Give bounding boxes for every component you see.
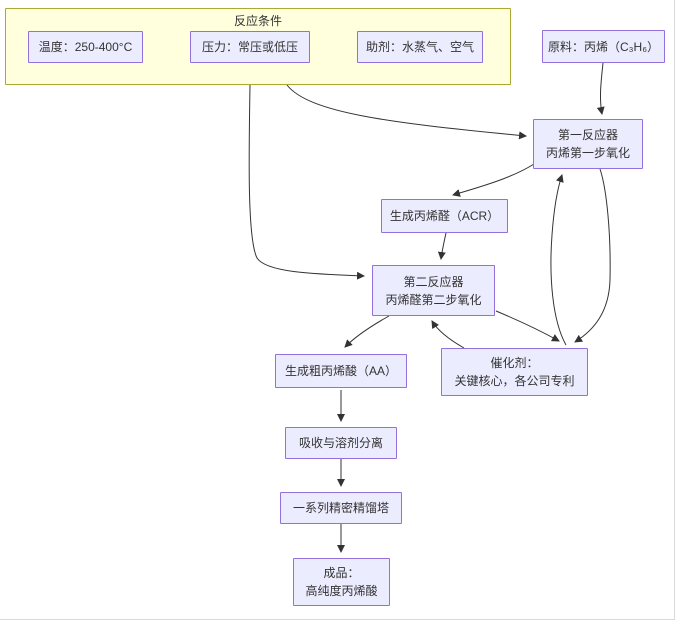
edge-reactor2-catalyst (495, 310, 560, 342)
node-first-reactor-line1: 第一反应器 (557, 128, 618, 142)
node-distillation-columns: 一系列精密精馏塔 (280, 492, 402, 524)
edge-reactor1-catalyst (574, 168, 611, 343)
node-first-reactor: 第一反应器 丙烯第一步氧化 (533, 119, 643, 169)
node-distillation-columns-label: 一系列精密精馏塔 (292, 501, 389, 515)
node-acrolein-label: 生成丙烯醛（ACR） (389, 209, 500, 223)
node-first-reactor-line2: 丙烯第一步氧化 (545, 146, 630, 160)
node-second-reactor: 第二反应器 丙烯醛第二步氧化 (372, 265, 495, 316)
edge-conditions-reactor2 (248, 84, 365, 280)
node-second-reactor-line2: 丙烯醛第二步氧化 (385, 292, 482, 307)
node-feedstock-label: 原料：丙烯（C₃H₆） (547, 39, 660, 54)
node-pressure: 压力：常压或低压 (190, 31, 310, 63)
edge-conditions-reactor1 (286, 84, 527, 140)
node-catalyst-line1: 催化剂： (490, 356, 539, 370)
node-final-product-line1: 成品： (323, 566, 360, 580)
node-temperature: 温度：250-400°C (28, 31, 143, 63)
node-pressure-label: 压力：常压或低压 (201, 40, 298, 54)
edge-feedstock-reactor1 (596, 62, 605, 115)
edge-acrolein-reactor2 (437, 232, 447, 260)
node-catalyst-line2: 关键核心，各公司专利 (454, 374, 575, 388)
node-final-product-line2: 高纯度丙烯酸 (305, 584, 378, 598)
node-feedstock-propylene: 原料：丙烯（C₃H₆） (542, 30, 665, 63)
edge-reactor1-acrolein (452, 163, 535, 197)
node-final-product: 成品： 高纯度丙烯酸 (293, 558, 390, 606)
subgraph-title: 反应条件 (233, 14, 282, 28)
node-auxiliary-label: 助剂：水蒸气、空气 (365, 40, 474, 54)
node-absorption-separation-label: 吸收与溶剂分离 (298, 436, 383, 450)
node-crude-acrylic-acid-label: 生成粗丙烯酸（AA） (284, 364, 397, 378)
node-absorption-separation: 吸收与溶剂分离 (285, 427, 397, 459)
node-second-reactor-line1: 第二反应器 (403, 274, 464, 289)
edge-catalyst-reactor2 (431, 320, 465, 349)
edge-catalyst-reactor1 (550, 174, 567, 346)
node-auxiliary: 助剂：水蒸气、空气 (357, 31, 483, 63)
edge-reactor2-crude-aa (344, 315, 390, 348)
node-catalyst: 催化剂： 关键核心，各公司专利 (441, 348, 588, 396)
node-acrolein: 生成丙烯醛（ACR） (381, 199, 508, 233)
node-crude-acrylic-acid: 生成粗丙烯酸（AA） (275, 354, 407, 388)
node-temperature-label: 温度：250-400°C (38, 40, 133, 54)
